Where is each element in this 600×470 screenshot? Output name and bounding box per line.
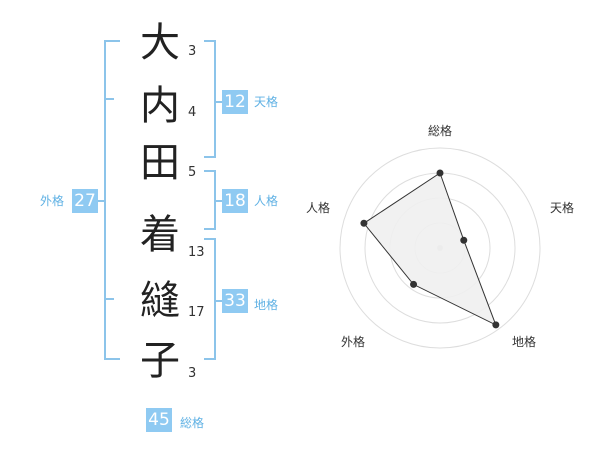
chikaku-connector xyxy=(216,300,222,302)
tenkaku-label: 天格 xyxy=(254,95,279,109)
jinkaku-bracket-top xyxy=(204,170,216,172)
radar-axis-label-chikaku: 地格 xyxy=(512,334,536,349)
gaikaku-bracket-top xyxy=(104,40,120,42)
radar-data-points xyxy=(360,169,500,329)
tenkaku-bracket-top xyxy=(204,40,216,42)
tenkaku-bracket-vertical xyxy=(214,40,216,158)
radar-point-1 xyxy=(436,169,444,177)
gaikaku-bracket-tick-1 xyxy=(106,98,114,100)
radar-ring-4 xyxy=(339,147,541,349)
stroke-count-6: 3 xyxy=(188,366,197,381)
jinkaku-bracket-bottom xyxy=(204,228,216,230)
stroke-count-1: 3 xyxy=(188,44,197,59)
name-char-1: 大 xyxy=(140,20,180,66)
radar-point-3 xyxy=(492,321,500,329)
gaikaku-bracket-vertical xyxy=(104,40,106,360)
name-char-2: 内 xyxy=(140,83,180,129)
name-char-4: 着 xyxy=(140,212,180,258)
gaikaku-label: 外格 xyxy=(40,194,65,208)
gaikaku-bracket-tick-2 xyxy=(106,298,114,300)
chikaku-bracket-vertical xyxy=(214,238,216,360)
name-char-6: 子 xyxy=(140,338,180,384)
radar-point-4 xyxy=(410,280,418,288)
jinkaku-label: 人格 xyxy=(254,194,279,208)
radar-axis-label-gaikaku: 外格 xyxy=(341,334,365,349)
stroke-count-4: 13 xyxy=(188,245,205,260)
jinkaku-badge: 18 xyxy=(222,189,248,213)
jinkaku-bracket-vertical xyxy=(214,170,216,230)
tenkaku-bracket-bottom xyxy=(204,156,216,158)
gaikaku-connector xyxy=(98,200,104,202)
radar-point-2 xyxy=(460,236,468,244)
soukaku-label: 総格 xyxy=(180,416,205,430)
chikaku-bracket-bottom xyxy=(204,358,216,360)
gaikaku-badge: 27 xyxy=(72,189,98,213)
tenkaku-badge: 12 xyxy=(222,90,248,114)
radar-axis-label-jinkaku: 人格 xyxy=(306,200,330,215)
soukaku-badge: 45 xyxy=(146,408,172,432)
stroke-count-2: 4 xyxy=(188,105,197,120)
stroke-count-5: 17 xyxy=(188,305,205,320)
chikaku-bracket-top xyxy=(204,238,216,240)
chikaku-label: 地格 xyxy=(254,298,279,312)
radar-axis-label-tenkaku: 天格 xyxy=(550,200,574,215)
radar-point-5 xyxy=(360,219,368,227)
jinkaku-connector xyxy=(216,200,222,202)
radar-data-polygon xyxy=(363,172,497,326)
name-char-5: 縫 xyxy=(140,278,180,324)
chikaku-badge: 33 xyxy=(222,289,248,313)
stroke-count-3: 5 xyxy=(188,165,197,180)
radar-axis-label-soukaku: 総格 xyxy=(428,123,452,138)
tenkaku-connector xyxy=(216,101,222,103)
gaikaku-bracket-bottom xyxy=(104,358,120,360)
name-char-3: 田 xyxy=(140,140,180,186)
